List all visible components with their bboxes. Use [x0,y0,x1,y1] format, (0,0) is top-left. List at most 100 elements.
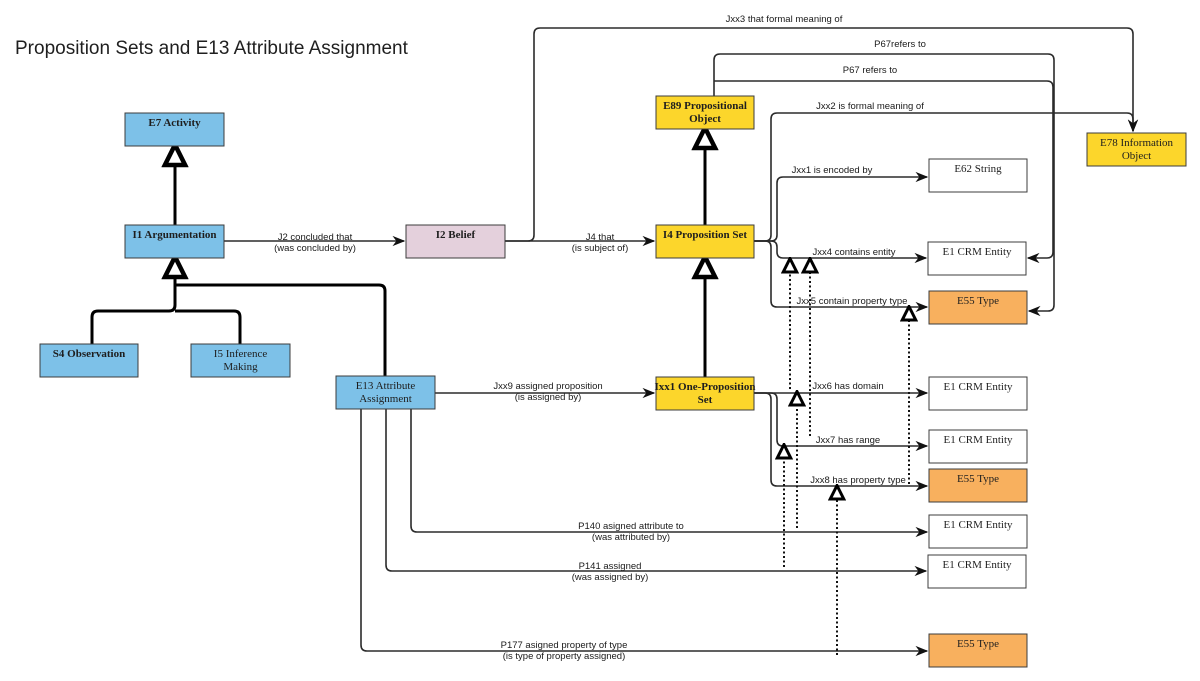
node-e55-type[interactable]: E55 Type [928,633,1028,668]
diagram-title: Proposition Sets and E13 Attribute Assig… [15,38,409,59]
node-i2-belief[interactable]: I2 Belief [405,224,506,259]
edge-label-jxx4: Jxx4 contains entity [813,247,896,258]
edge-p177-property-link[interactable] [360,409,929,657]
node-e55-type-label: E55 Type [957,638,999,650]
edge-p67b-property-link[interactable] [714,80,1054,264]
node-e1-crm-entity-box[interactable] [927,241,1027,276]
node-i1-argumentation-box[interactable] [124,224,225,259]
node-ixx1-one-proposition-set-box[interactable] [655,376,755,411]
node-e62-string-label: E62 String [954,163,1002,175]
edge-jxx1-property-link[interactable] [754,171,929,242]
node-i4-proposition-set-box[interactable] [655,224,755,259]
edge-e13-i1-subclass-link[interactable] [175,283,387,376]
edge-i5-i1-subclass-link[interactable] [175,309,242,344]
edge-jxx3-property-link[interactable] [505,27,1139,242]
edge-label-p67a: P67refers to [874,39,926,50]
node-e55-type-box[interactable] [928,468,1028,503]
node-e89-propositional-object-label: Object [689,113,721,125]
node-e1-crm-entity[interactable]: E1 CRM Entity [927,241,1027,276]
node-e78-information-object-label: E78 Information [1100,137,1174,149]
node-e1-crm-entity-label: E1 CRM Entity [943,381,1013,393]
node-s4-observation-label: S4 Observation [53,348,125,360]
nodes-layer: E7 Activity I1 Argumentation I2 Belief S4 O… [39,95,1187,668]
node-e1-crm-entity[interactable]: E1 CRM Entity [928,514,1028,549]
node-e78-information-object-box[interactable] [1086,132,1187,167]
edge-p140-property-link[interactable] [410,409,929,538]
edge-label-p141: (was assigned by) [572,572,649,583]
node-e1-crm-entity[interactable]: E1 CRM Entity [928,376,1028,411]
edge-label-j4: (is subject of) [572,243,629,254]
node-e7-activity-label: E7 Activity [148,117,201,129]
edge-label-jxx7: Jxx7 has range [816,435,880,446]
node-e55-type-box[interactable] [928,633,1028,668]
node-i2-belief-label: I2 Belief [436,229,476,241]
edge-labels-layer: J2 concluded that(was concluded by) J4 th… [274,14,926,662]
node-e89-propositional-object-label: E89 Propositional [663,100,747,112]
node-e13-attribute-assignment-label: E13 Attribute [356,380,416,392]
node-e55-type[interactable]: E55 Type [928,290,1028,325]
node-e1-crm-entity[interactable]: E1 CRM Entity [927,554,1027,589]
edge-label-jxx2: Jxx2 is formal meaning of [816,101,924,112]
node-e1-crm-entity-label: E1 CRM Entity [942,559,1012,571]
node-i5-inference-making-box[interactable] [190,343,291,378]
node-i4-proposition-set-label: I4 Proposition Set [663,229,747,241]
edge-label-p67b: P67 refers to [843,65,897,76]
node-e1-crm-entity-label: E1 CRM Entity [943,434,1013,446]
node-e7-activity[interactable]: E7 Activity [124,112,225,147]
node-e1-crm-entity-box[interactable] [928,514,1028,549]
edge-label-p140: P140 asigned attribute to [578,521,684,532]
node-s4-observation-box[interactable] [39,343,139,378]
edge-label-p140: (was attributed by) [592,532,670,543]
node-e1-crm-entity-label: E1 CRM Entity [943,519,1013,531]
node-e13-attribute-assignment-box[interactable] [335,375,436,410]
edge-label-jxx5: Jxx5 contain property type [797,296,908,307]
edge-label-j4: J4 that [586,232,615,243]
edge-label-j2: (was concluded by) [274,243,356,254]
node-e1-crm-entity-box[interactable] [928,376,1028,411]
node-ixx1-one-proposition-set-label: Ixx1 One-Proposition [655,381,756,393]
node-e78-information-object-label: Object [1122,150,1151,162]
edge-label-p177: (is type of property assigned) [503,651,626,662]
node-ixx1-one-proposition-set-label: Set [698,394,713,406]
edge-jxx5-property-link[interactable] [754,240,929,313]
node-e62-string[interactable]: E62 String [928,158,1028,193]
edge-jxx2-property-link[interactable] [754,112,1139,242]
edge-jxx8-property-link[interactable] [754,392,929,492]
edge-label-j2: J2 concluded that [278,232,353,243]
node-e55-type[interactable]: E55 Type [928,468,1028,503]
node-e55-type-label: E55 Type [957,295,999,307]
edge-p141-property-link[interactable] [385,409,928,577]
edge-jxx4-property-link[interactable] [754,240,928,264]
node-e1-crm-entity-box[interactable] [928,429,1028,464]
node-s4-observation[interactable]: S4 Observation [39,343,139,378]
node-e13-attribute-assignment-label: Assignment [359,393,412,405]
edge-s4-i1-subclass-link[interactable] [90,259,175,344]
node-i1-argumentation-label: I1 Argumentation [132,229,216,241]
node-e89-propositional-object-box[interactable] [655,95,755,130]
node-e1-crm-entity[interactable]: E1 CRM Entity [928,429,1028,464]
edge-label-p141: P141 assigned [579,561,642,572]
edge-label-jxx1: Jxx1 is encoded by [792,165,873,176]
node-e1-crm-entity-box[interactable] [927,554,1027,589]
node-i5-inference-making-label: I5 Inference [214,348,268,360]
edge-p67a-property-link[interactable] [713,53,1055,317]
node-e55-type-box[interactable] [928,290,1028,325]
edge-label-p177: P177 asigned property of type [501,640,628,651]
node-i4-proposition-set[interactable]: I4 Proposition Set [655,224,755,259]
node-e7-activity-box[interactable] [124,112,225,147]
edges-layer [90,27,1139,657]
edge-label-jxx8: Jxx8 has property type [810,475,906,486]
node-i2-belief-box[interactable] [405,224,506,259]
node-i5-inference-making-label: Making [223,361,258,373]
edge-label-jxx9: Jxx9 assigned proposition [493,381,602,392]
edge-label-jxx3: Jxx3 that formal meaning of [726,14,843,25]
node-i1-argumentation[interactable]: I1 Argumentation [124,224,225,259]
edge-label-jxx6: Jxx6 has domain [812,381,883,392]
node-e62-string-box[interactable] [928,158,1028,193]
